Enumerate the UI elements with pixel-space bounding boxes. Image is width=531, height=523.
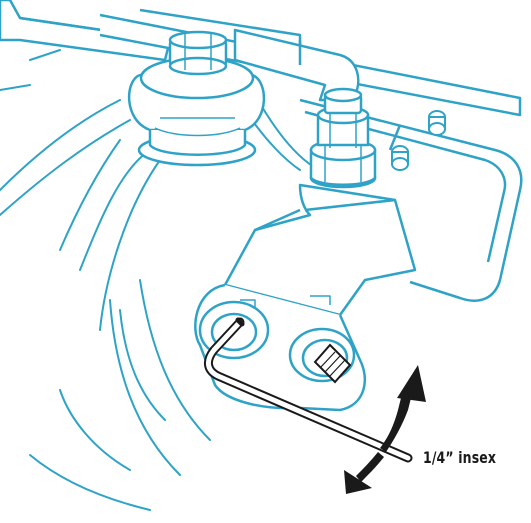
rotate-arrow (344, 365, 426, 494)
left-fitting (128, 30, 266, 167)
tool-size-label: 1/4” insex (423, 448, 497, 467)
elbow-connector (233, 28, 360, 102)
right-fitting (309, 87, 377, 189)
allen-key (204, 317, 413, 463)
set-screw (313, 343, 352, 384)
plate-bolts (391, 110, 446, 171)
